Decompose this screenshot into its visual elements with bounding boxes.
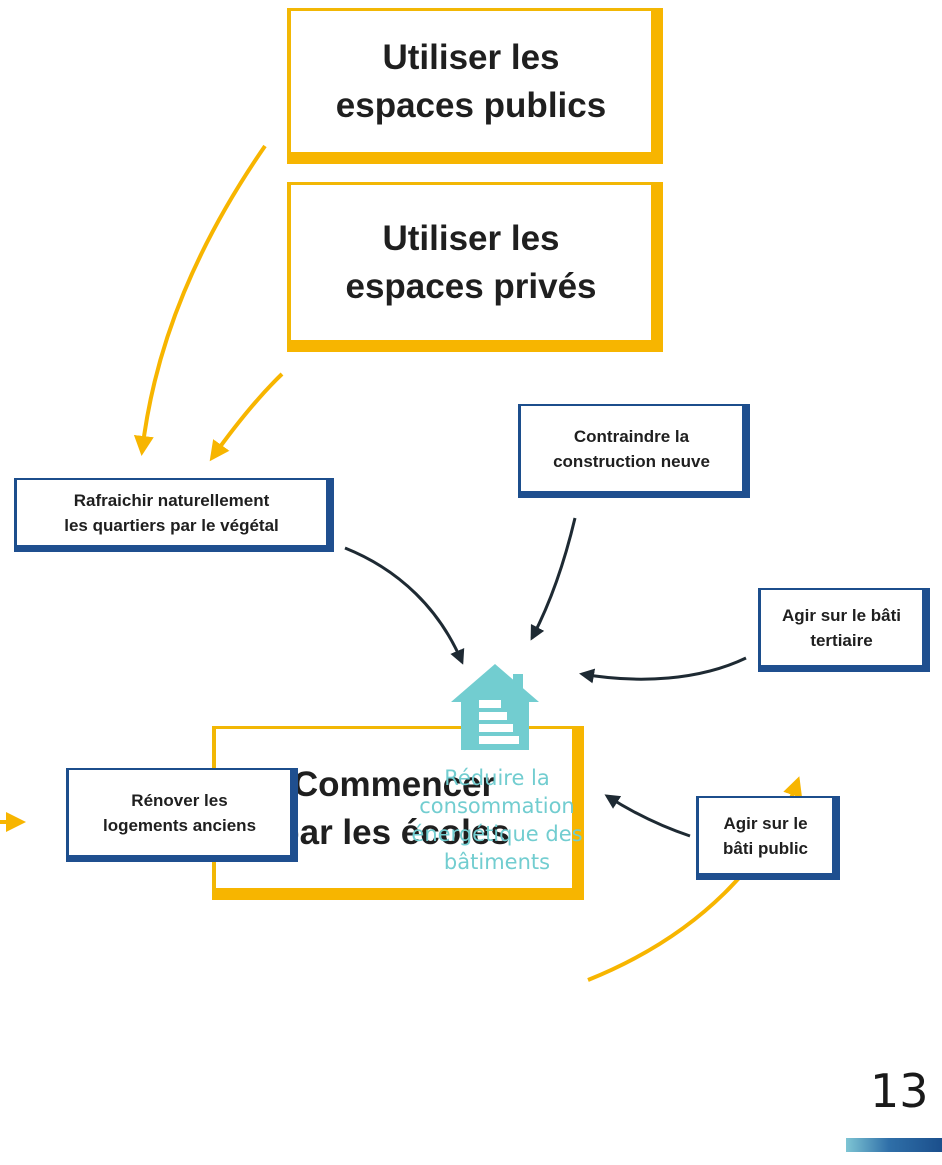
box-public-spaces-line1: Utiliser les [382, 37, 560, 77]
box-old-housing: Rénover les logements anciens [66, 768, 298, 862]
box-private-spaces-line2: espaces privés [345, 266, 597, 306]
arrow-tertiary-to-center [579, 656, 747, 684]
box-tertiary-line2: tertiaire [810, 630, 873, 650]
box-schools-line1: Commencer [292, 764, 496, 804]
box-public-spaces: Utiliser les espaces publics [287, 8, 663, 164]
box-public-spaces-line2: espaces publics [335, 85, 607, 125]
footer-gradient-bar [846, 1138, 942, 1152]
center-label-line2: consommation [419, 794, 575, 818]
box-cool-line2: les quartiers par le végétal [64, 515, 279, 535]
box-tertiary-buildings: Agir sur le bâti tertiaire [758, 588, 930, 672]
box-old-line1: Rénover les [131, 790, 228, 810]
arrow-public-to-cool [133, 144, 267, 456]
box-public-bldg-line1: Agir sur le [723, 813, 808, 833]
box-old-line2: logements anciens [102, 815, 257, 835]
arrow-private-to-cool [209, 372, 284, 462]
box-schools-line2: par les écoles [278, 812, 510, 852]
box-cool-line1: Rafraichir naturellement [73, 490, 270, 510]
arrow-new-to-center [530, 517, 577, 641]
house-energy-icon [451, 664, 539, 750]
box-new-line2: construction neuve [553, 451, 710, 471]
box-private-spaces-line1: Utiliser les [382, 218, 560, 258]
center-label-line4: bâtiments [443, 850, 551, 874]
box-cool-neighborhoods: Rafraichir naturellement les quartiers p… [14, 478, 334, 552]
center-label-line3: énergétique des [411, 822, 583, 846]
box-public-bldg-line2: bâti public [723, 838, 808, 858]
page-number: 13 [870, 1064, 929, 1118]
center-goal-label: Réduire la consommation énergétique des … [392, 764, 602, 876]
arrow-public-to-center [604, 794, 691, 838]
box-schools: Commencer par les écoles [212, 726, 584, 900]
center-label-line1: Réduire la [444, 766, 550, 790]
box-new-line1: Contraindre la [573, 426, 690, 446]
arrow-cool-to-center [344, 546, 465, 665]
box-private-spaces: Utiliser les espaces privés [287, 182, 663, 352]
box-tertiary-line1: Agir sur le bâti [781, 605, 902, 625]
box-new-construction: Contraindre la construction neuve [518, 404, 750, 498]
box-public-buildings: Agir sur le bâti public [696, 796, 840, 880]
